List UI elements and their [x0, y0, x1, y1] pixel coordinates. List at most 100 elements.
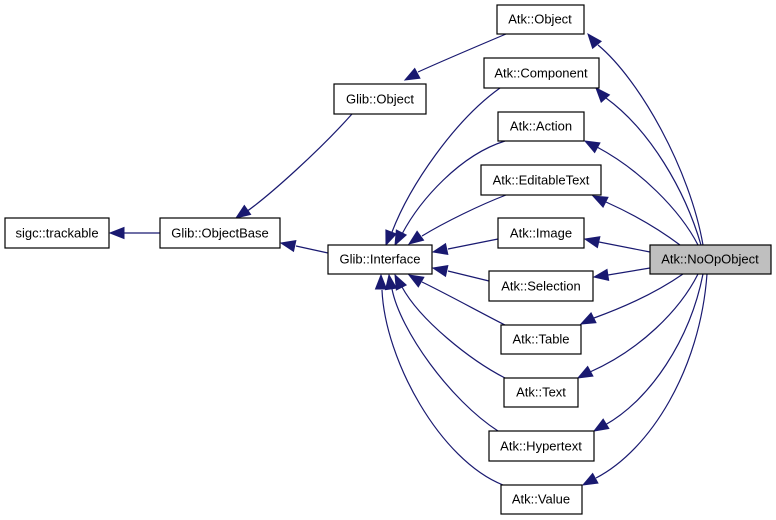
edge-line — [447, 270, 490, 282]
inheritance-edge-atk-noopobject-to-atk-value — [581, 273, 708, 486]
inheritance-edge-atk-noopobject-to-atk-component — [595, 86, 702, 246]
edge-line — [605, 97, 702, 246]
arrowhead-icon — [279, 239, 297, 253]
node-label: Atk::Object — [508, 12, 572, 27]
node-atk-noopobject[interactable]: Atk::NoOpObject — [649, 244, 772, 275]
node-sigc-trackable[interactable]: sigc::trackable — [4, 217, 110, 249]
node-atk-value[interactable]: Atk::Value — [500, 484, 583, 515]
node-label: Glib::Interface — [340, 252, 421, 267]
arrowhead-icon — [592, 418, 610, 432]
inheritance-edge-atk-image-to-glib-interface — [431, 238, 499, 256]
inheritance-edge-glib-objectbase-to-sigc-trackable — [108, 226, 160, 240]
node-atk-selection[interactable]: Atk::Selection — [488, 270, 594, 302]
inheritance-edge-atk-noopobject-to-atk-hypertext — [592, 273, 704, 432]
node-atk-text[interactable]: Atk::Text — [503, 377, 579, 408]
arrowhead-icon — [108, 226, 125, 240]
edge-line — [391, 288, 499, 432]
arrowhead-icon — [234, 204, 252, 219]
arrowhead-icon — [583, 236, 601, 249]
edge-line — [596, 146, 699, 246]
edge-line — [381, 289, 504, 486]
nodes-layer: sigc::trackable Glib::ObjectBase Glib::O… — [4, 4, 772, 515]
arrowhead-icon — [394, 273, 408, 291]
arrowhead-icon — [587, 32, 603, 50]
inheritance-edge-atk-action-to-glib-interface — [394, 140, 506, 247]
edge-line — [595, 273, 708, 479]
node-label: Glib::Object — [346, 92, 414, 107]
inheritance-edge-atk-component-to-glib-interface — [385, 87, 501, 247]
arrowhead-icon — [581, 472, 599, 486]
node-label: Atk::Hypertext — [500, 439, 582, 454]
inheritance-edge-atk-text-to-glib-interface — [394, 273, 506, 379]
node-label: Atk::Action — [510, 119, 572, 134]
node-glib-interface[interactable]: Glib::Interface — [327, 244, 433, 275]
node-label: Glib::ObjectBase — [171, 226, 269, 241]
node-label: Atk::Image — [510, 226, 572, 241]
node-atk-table[interactable]: Atk::Table — [500, 324, 582, 355]
edge-line — [607, 267, 651, 276]
edge-line — [295, 245, 329, 254]
arrowhead-icon — [431, 242, 449, 256]
edge-line — [593, 273, 684, 319]
edge-line — [604, 273, 704, 426]
arrowhead-icon — [431, 264, 449, 278]
arrowhead-icon — [385, 229, 398, 247]
edge-line — [391, 87, 501, 233]
edge-line — [421, 194, 507, 237]
edge-line — [605, 201, 681, 246]
arrowhead-icon — [583, 140, 601, 154]
arrowhead-icon — [384, 273, 398, 291]
edge-line — [421, 281, 506, 326]
edge-line — [245, 113, 353, 213]
arrowhead-icon — [407, 230, 425, 245]
node-label: Atk::Table — [512, 332, 569, 347]
inheritance-edge-atk-noopobject-to-atk-image — [583, 236, 651, 253]
inheritance-edge-glib-object-to-glib-objectbase — [234, 113, 353, 219]
inheritance-edge-atk-editabletext-to-glib-interface — [407, 194, 507, 245]
edge-line — [401, 140, 506, 235]
edge-line — [417, 33, 507, 73]
inheritance-edge-atk-object-to-glib-object — [403, 33, 507, 81]
arrowhead-icon — [407, 274, 425, 288]
edges-layer — [108, 32, 708, 486]
inheritance-edge-atk-noopobject-to-atk-text — [576, 273, 699, 379]
node-atk-action[interactable]: Atk::Action — [497, 111, 585, 142]
node-atk-hypertext[interactable]: Atk::Hypertext — [488, 430, 595, 462]
inheritance-edge-glib-interface-to-glib-objectbase — [279, 239, 329, 254]
node-label: Atk::Component — [494, 66, 588, 81]
arrowhead-icon — [595, 86, 611, 103]
arrowhead-icon — [576, 365, 594, 379]
arrowhead-icon — [394, 229, 408, 247]
node-glib-objectbase[interactable]: Glib::ObjectBase — [159, 217, 281, 249]
node-atk-image[interactable]: Atk::Image — [497, 217, 585, 249]
node-atk-component[interactable]: Atk::Component — [483, 57, 600, 89]
edge-line — [597, 44, 704, 246]
node-label: Atk::EditableText — [493, 173, 590, 188]
inheritance-edge-atk-selection-to-glib-interface — [431, 264, 490, 282]
node-label: Atk::Selection — [501, 279, 581, 294]
inheritance-edge-atk-table-to-glib-interface — [407, 274, 506, 326]
arrowhead-icon — [591, 195, 609, 209]
inheritance-edge-atk-noopobject-to-atk-table — [579, 273, 684, 325]
inheritance-edge-atk-noopobject-to-atk-editabletext — [591, 195, 681, 246]
arrowhead-icon — [403, 67, 421, 81]
edge-line — [447, 238, 499, 250]
node-label: Atk::Value — [512, 492, 570, 507]
node-glib-object[interactable]: Glib::Object — [333, 83, 427, 115]
node-atk-editabletext[interactable]: Atk::EditableText — [480, 164, 602, 196]
arrowhead-icon — [374, 273, 388, 290]
inheritance-edge-atk-hypertext-to-glib-interface — [384, 273, 499, 432]
inheritance-edge-atk-value-to-glib-interface — [374, 273, 504, 486]
node-atk-object[interactable]: Atk::Object — [496, 4, 585, 35]
edge-line — [401, 286, 506, 379]
edge-line — [589, 273, 699, 373]
inheritance-edge-atk-noopobject-to-atk-action — [583, 140, 699, 246]
node-label: Atk::NoOpObject — [661, 252, 759, 267]
edge-line — [598, 241, 651, 253]
inheritance-edge-atk-noopobject-to-atk-object — [587, 32, 704, 246]
arrowhead-icon — [579, 311, 597, 325]
node-label: Atk::Text — [516, 385, 566, 400]
node-label: sigc::trackable — [15, 226, 98, 241]
arrowhead-icon — [592, 268, 610, 281]
